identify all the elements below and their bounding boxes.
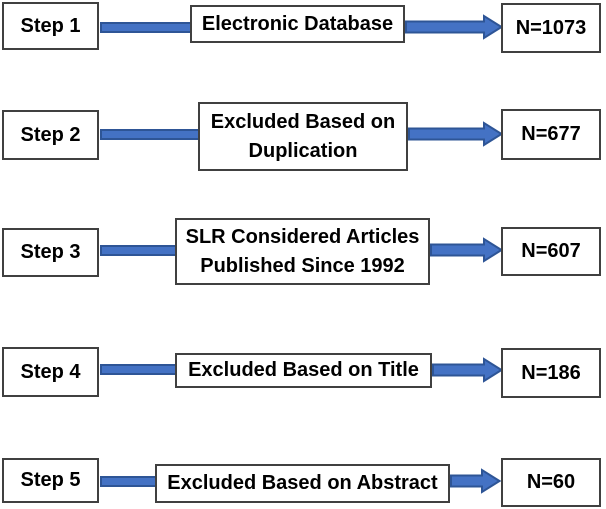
connector-line [100,22,194,33]
stage-label-box: Excluded Based on Title [175,353,432,388]
step-box: Step 4 [2,347,99,397]
right-arrow-icon [450,468,501,494]
right-arrow-icon [408,121,503,147]
step-box: Step 3 [2,228,99,277]
count-box: N=1073 [501,3,601,53]
connector-line [100,364,179,375]
right-arrow-icon [430,237,503,263]
right-arrow-icon [405,14,503,40]
count-box: N=677 [501,109,601,160]
step-box: Step 1 [2,2,99,50]
count-box: N=60 [501,458,601,507]
step-box: Step 5 [2,458,99,503]
stage-label-box: SLR Considered Articles Published Since … [175,218,430,285]
right-arrow-icon [432,357,503,383]
stage-label-box: Excluded Based on Abstract [155,464,450,503]
connector-line [100,245,179,256]
connector-line [100,476,159,487]
stage-label-box: Electronic Database [190,5,405,43]
step-box: Step 2 [2,110,99,160]
stage-label-box: Excluded Based on Duplication [198,102,408,171]
count-box: N=607 [501,227,601,276]
connector-line [100,129,202,140]
count-box: N=186 [501,348,601,398]
